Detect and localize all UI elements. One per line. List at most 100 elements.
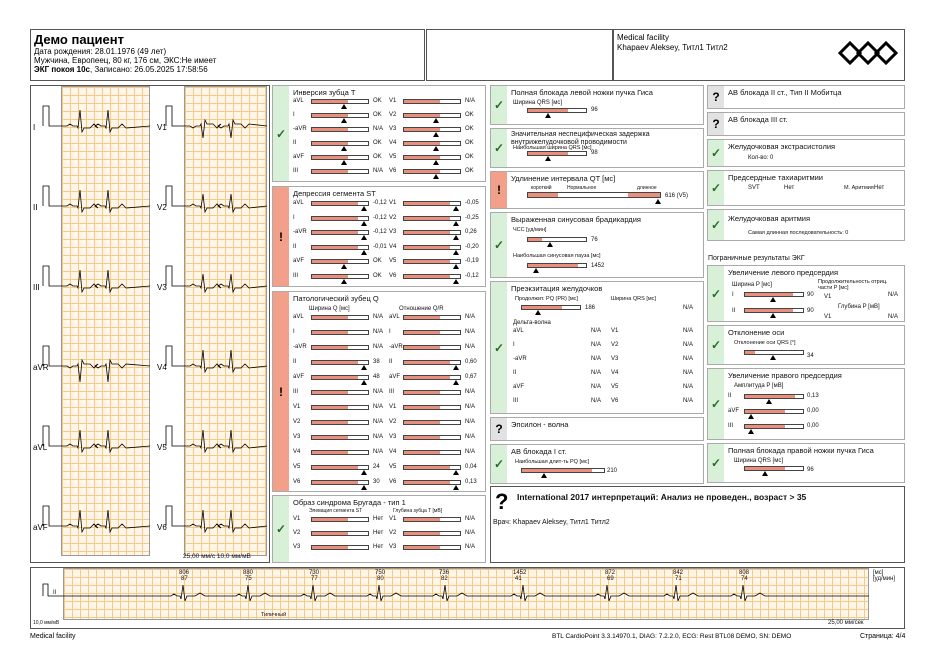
value: N/A <box>465 389 476 395</box>
value-bar <box>403 390 461 395</box>
value-bar <box>403 230 461 235</box>
panel-title: Увеличение правого предсердия <box>728 371 842 380</box>
ecg-trace-V2 <box>165 185 268 214</box>
value: N/A <box>591 384 602 390</box>
value: OK <box>465 126 474 132</box>
value: N/A <box>373 404 384 410</box>
ecg-trace-aVF <box>42 505 151 534</box>
rr-interval: 872 <box>605 570 616 576</box>
rhythm-trace-line <box>42 583 869 602</box>
lead-label: aVF <box>513 384 525 390</box>
sub-label: М. Аритмия <box>844 185 874 191</box>
marker-icon <box>341 118 347 123</box>
value: OK <box>373 112 382 118</box>
value-bar <box>403 155 461 160</box>
heart-rate: 69 <box>607 576 614 582</box>
value: N/A <box>888 314 899 320</box>
lead-label: I <box>732 292 734 298</box>
lead-label: -aVR <box>293 229 307 235</box>
value: 0,13 <box>465 479 477 485</box>
ecg-trace-V1 <box>165 105 268 139</box>
lead-label: V5 <box>389 258 397 264</box>
lead-label: I <box>513 342 515 348</box>
value-bar <box>403 141 461 146</box>
value: N/A <box>465 516 476 522</box>
panel-title: Увеличение левого предсердия <box>728 268 839 277</box>
value: 1452 <box>591 263 605 269</box>
value: 38 <box>373 359 380 365</box>
col-header: Отношение Q/R <box>399 306 444 312</box>
lead-label: aVF <box>728 408 740 414</box>
lead-label: V2 <box>293 419 301 425</box>
marker-icon <box>453 235 459 240</box>
marker-icon <box>545 113 551 118</box>
question-icon: ? <box>708 113 724 135</box>
panel-title: Предсердные тахиаритмии <box>728 173 823 182</box>
value-bar <box>311 113 369 118</box>
marker-icon <box>341 160 347 165</box>
marker-icon <box>361 220 367 226</box>
rr-interval: 736 <box>439 570 450 576</box>
lead-label: V2 <box>389 112 397 118</box>
question-icon: ? <box>491 418 507 440</box>
panel-title: Инверсия зубца T <box>293 88 356 97</box>
lead-label: V1 <box>293 516 301 522</box>
marker-icon <box>361 235 367 240</box>
lead-label: aVL <box>293 98 304 104</box>
value-bar <box>311 480 369 485</box>
lead-label: aVL <box>513 328 524 334</box>
value: -0,25 <box>465 214 479 221</box>
lead-label: V6 <box>611 398 619 404</box>
value: 0,67 <box>465 374 477 380</box>
panel-title: Образ синдрома Бругада - тип 1 <box>293 498 406 507</box>
panel-lae: ✓ Увеличение левого предсердия Ширина P … <box>707 265 905 322</box>
value-bar <box>311 465 369 470</box>
value: Нет <box>373 530 384 536</box>
value-bar <box>744 292 804 297</box>
lead-label: V4 <box>389 243 397 250</box>
value: -0,12 <box>465 272 479 279</box>
sub-label: Самая длинная последовательность: 0 <box>748 230 849 236</box>
value: Нет <box>373 544 384 550</box>
lead-label: III <box>389 389 395 395</box>
lead-label: V2 <box>389 419 397 425</box>
marker-icon <box>748 414 754 419</box>
heart-rate: 80 <box>377 576 384 582</box>
lead-label: II <box>732 308 736 314</box>
value-bar <box>403 360 461 365</box>
lead-label: V4 <box>389 140 397 146</box>
marker-icon <box>341 264 347 269</box>
marker-icon <box>361 485 367 490</box>
marker-icon <box>770 355 776 360</box>
value: N/A <box>591 370 602 376</box>
value-bar <box>744 466 804 471</box>
units-label: [мс] <box>873 570 884 576</box>
panel-sv-tachy: ✓ Предсердные тахиаритмии SVT Нет М. Ари… <box>707 170 905 206</box>
marker-icon <box>361 365 367 370</box>
value: N/A <box>683 328 694 334</box>
panel-title: Депрессия сегмента ST <box>293 189 376 198</box>
marker-icon <box>770 297 776 302</box>
question-icon: ? <box>495 489 509 514</box>
lead-label: V4 <box>389 449 397 455</box>
value-bar <box>403 330 461 335</box>
lead-label: V4 <box>293 449 301 455</box>
marker-icon <box>533 268 539 273</box>
ecg-traces <box>42 105 268 534</box>
sub-label: Кол-во: 0 <box>748 155 774 161</box>
rhythm-trace <box>42 583 869 602</box>
ecg-trace-V4 <box>165 345 268 374</box>
value: N/A <box>591 342 602 348</box>
lead-label: V1 <box>611 328 619 334</box>
value: 0,60 <box>465 359 477 365</box>
lead-label: II <box>33 203 38 212</box>
footer-page: Страница: 4/4 <box>860 633 906 640</box>
value-bar <box>403 113 461 118</box>
value-bar <box>311 435 369 440</box>
col-header: Ширина P [мс] <box>732 282 772 288</box>
sub-label: Ширина QRS [мс] <box>734 458 783 464</box>
marker-icon <box>433 160 439 165</box>
lead-label: V6 <box>389 479 397 485</box>
value-bar <box>311 141 369 146</box>
